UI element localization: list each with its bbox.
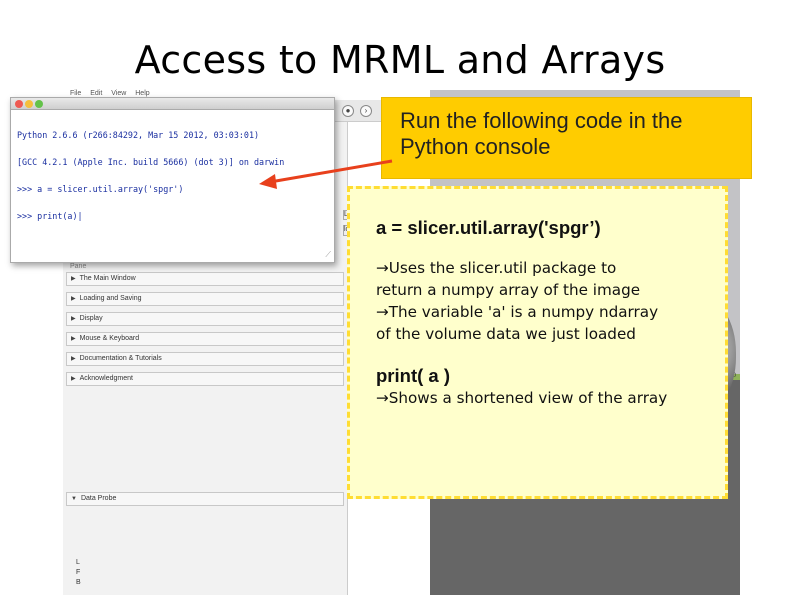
probe-coord-l: L	[76, 559, 80, 566]
console-line: Python 2.6.6 (r266:84292, Mar 15 2012, 0…	[17, 130, 260, 140]
explanation-callout: a = slicer.util.array('spgr’) →Uses the …	[347, 186, 728, 499]
code-snippet-array: a = slicer.util.array('spgr’)	[376, 217, 601, 238]
menu-edit[interactable]: Edit	[90, 90, 103, 97]
probe-coord-f: F	[76, 569, 81, 576]
console-line: >>> a = slicer.util.array('spgr')	[17, 184, 184, 194]
section-main-window[interactable]: ▶The Main Window	[66, 272, 344, 286]
bullet-uses-package-cont: return a numpy array of the image	[376, 281, 641, 299]
callout-line-2: Python console	[400, 134, 551, 159]
probe-coord-b: B	[76, 579, 81, 586]
collapse-arrow-icon: ▶	[71, 316, 76, 322]
forward-icon[interactable]: ›	[360, 105, 372, 117]
minimize-icon[interactable]	[25, 100, 33, 108]
resize-grip-icon[interactable]: ⟋	[325, 250, 331, 259]
section-documentation[interactable]: ▶Documentation & Tutorials	[66, 352, 344, 366]
menu-file[interactable]: File	[70, 90, 82, 97]
console-title-bar[interactable]	[11, 98, 334, 110]
menu-help[interactable]: Help	[135, 90, 150, 97]
section-mouse-keyboard[interactable]: ▶Mouse & Keyboard	[66, 332, 344, 346]
partial-pane-label: Pane	[70, 263, 87, 270]
console-output[interactable]: Python 2.6.6 (r266:84292, Mar 15 2012, 0…	[11, 110, 334, 239]
menu-bar: File Edit View Help	[70, 90, 670, 102]
bullet-uses-package: →Uses the slicer.util package to	[376, 259, 617, 277]
bullet-variable-cont: of the volume data we just loaded	[376, 325, 636, 343]
code-snippet-print: print( a )	[376, 365, 450, 386]
bullet-shows-view: →Shows a shortened view of the array	[376, 389, 668, 407]
view-marker: 0	[732, 373, 736, 379]
section-data-probe[interactable]: ▼Data Probe	[66, 492, 344, 506]
collapse-arrow-icon: ▶	[71, 296, 76, 302]
zoom-icon[interactable]	[35, 100, 43, 108]
collapse-arrow-icon: ▶	[71, 336, 76, 342]
collapse-arrow-icon: ▶	[71, 376, 76, 382]
callout-line-1: Run the following code in the	[400, 108, 683, 133]
console-line: [GCC 4.2.1 (Apple Inc. build 5666) (dot …	[17, 157, 285, 167]
run-code-callout: Run the following code in the Python con…	[382, 98, 751, 178]
section-display[interactable]: ▶Display	[66, 312, 344, 326]
menu-view[interactable]: View	[111, 90, 127, 97]
section-acknowledgment[interactable]: ▶Acknowledgment	[66, 372, 344, 386]
collapse-arrow-icon: ▼	[71, 496, 77, 502]
bullet-variable: →The variable 'a' is a numpy ndarray	[376, 303, 659, 321]
section-loading-saving[interactable]: ▶Loading and Saving	[66, 292, 344, 306]
close-icon[interactable]	[15, 100, 23, 108]
collapse-arrow-icon: ▶	[71, 356, 76, 362]
record-icon[interactable]: ●	[342, 105, 354, 117]
slide-title: Access to MRML and Arrays	[134, 38, 666, 82]
console-line: >>> print(a)|	[17, 211, 83, 221]
collapse-arrow-icon: ▶	[71, 276, 76, 282]
